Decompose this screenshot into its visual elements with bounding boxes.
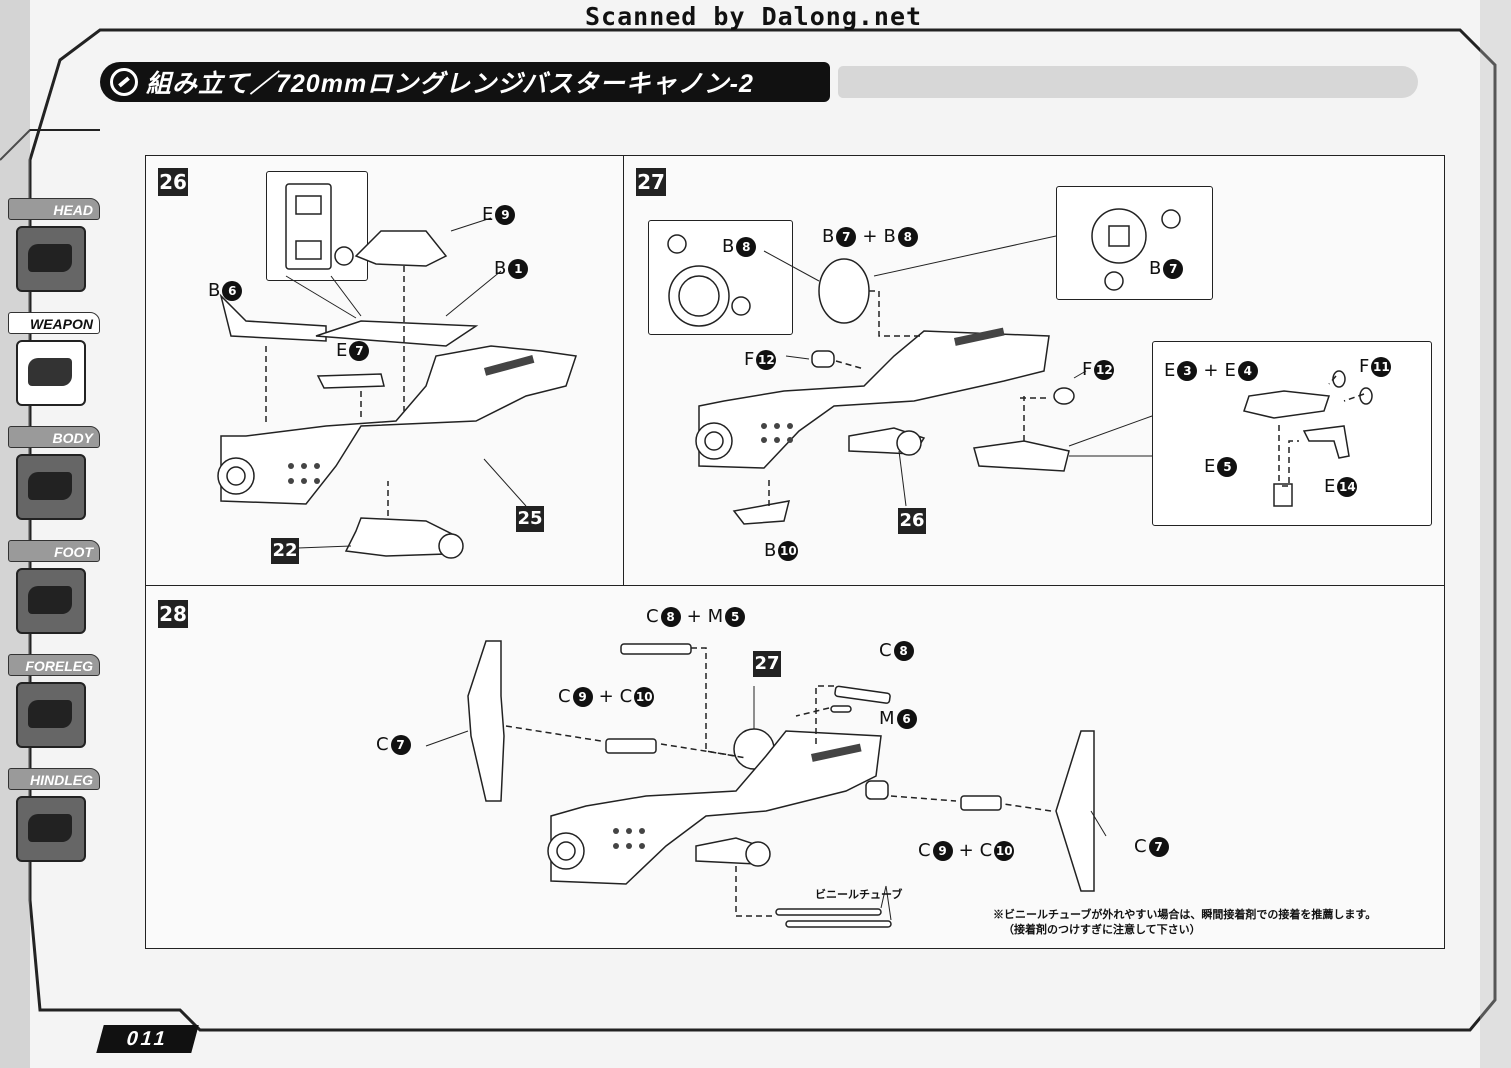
hindleg-icon — [16, 796, 86, 862]
step-28-drawing — [425, 640, 1107, 928]
step-number: 26 — [158, 168, 188, 196]
scan-credit: Scanned by Dalong.net — [585, 2, 923, 31]
tab-body[interactable]: BODY — [8, 426, 102, 526]
weapon-icon — [16, 340, 86, 406]
assembly-note: ※ビニールチューブが外れやすい場合は、瞬間接着剤での接着を推薦します。 （接着剤… — [993, 908, 1376, 938]
step-ref-25: 25 — [516, 506, 544, 532]
tab-weapon[interactable]: WEAPON — [8, 312, 102, 412]
foreleg-icon — [16, 682, 86, 748]
step-number: 27 — [636, 168, 666, 196]
head-icon — [16, 226, 86, 292]
step-ref-27: 27 — [753, 651, 781, 677]
tab-label: FOOT — [8, 540, 100, 562]
tab-label: BODY — [8, 426, 100, 448]
tab-foreleg[interactable]: FORELEG — [8, 654, 102, 754]
page-title-bar: 組み立て／720mmロングレンジバスターキャノン-2 — [100, 62, 830, 102]
tab-label: HEAD — [8, 198, 100, 220]
tab-head[interactable]: HEAD — [8, 198, 102, 298]
note-line-2: （接着剤のつけすぎに注意して下さい） — [1003, 924, 1201, 936]
foot-icon — [16, 568, 86, 634]
step-27-drawing — [667, 208, 1373, 525]
wrench-icon — [110, 68, 138, 96]
step-26-drawing — [217, 183, 577, 559]
tab-hindleg[interactable]: HINDLEG — [8, 768, 102, 868]
title-bleed-through — [838, 66, 1418, 98]
body-icon — [16, 454, 86, 520]
step-ref-22: 22 — [271, 538, 299, 564]
step-ref-26: 26 — [898, 508, 926, 534]
page-title: 組み立て／720mmロングレンジバスターキャノン-2 — [146, 70, 754, 98]
note-line-1: ※ビニールチューブが外れやすい場合は、瞬間接着剤での接着を推薦します。 — [993, 909, 1377, 921]
tab-label: HINDLEG — [8, 768, 100, 790]
tab-label: WEAPON — [8, 312, 100, 334]
step-27-panel: 27 — [623, 155, 1445, 587]
step-26-panel: 26 — [145, 155, 625, 587]
tab-foot[interactable]: FOOT — [8, 540, 102, 640]
page-number: 011 — [96, 1025, 199, 1053]
tab-label: FORELEG — [8, 654, 100, 676]
step-28-panel: 28 — [145, 585, 1445, 949]
vinyl-tube-label: ビニールチューブ — [815, 889, 903, 901]
step-number: 28 — [158, 600, 188, 628]
